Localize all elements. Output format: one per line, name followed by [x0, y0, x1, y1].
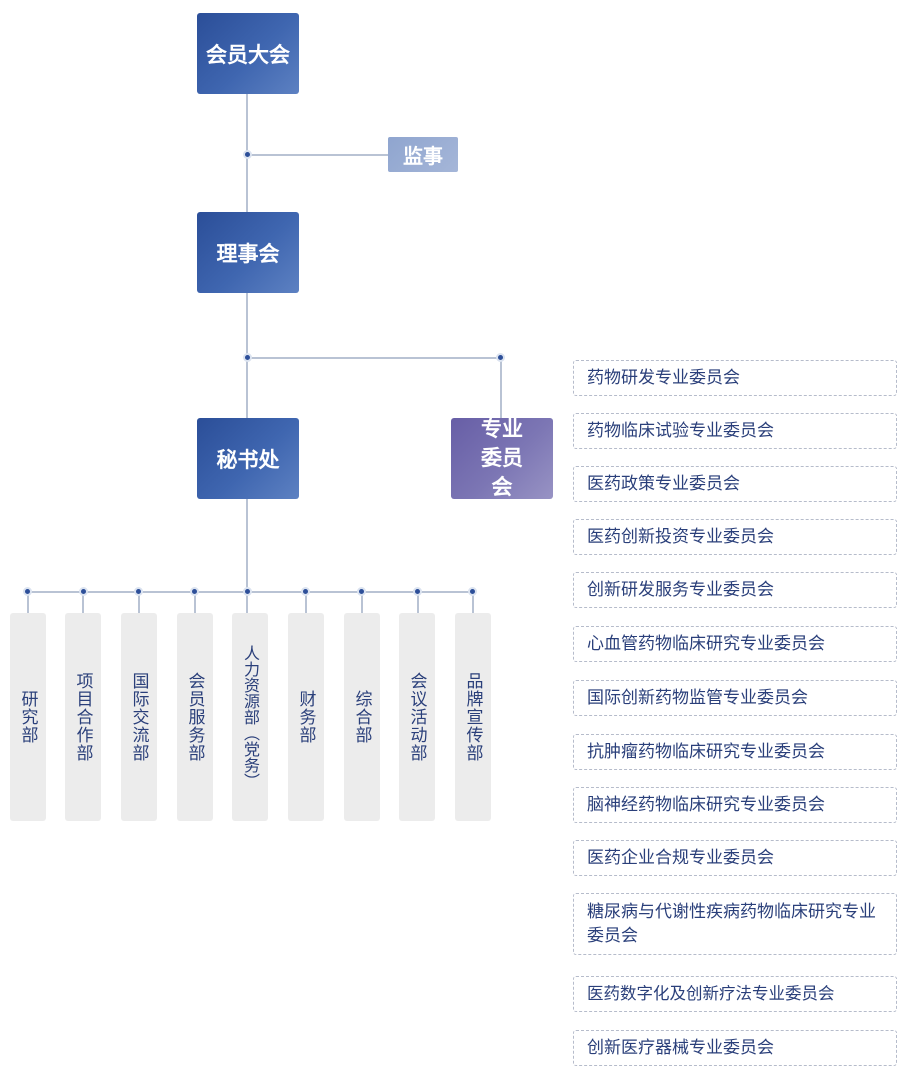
department-box: 人力资源部（党务）	[232, 613, 268, 821]
connector-dot	[79, 587, 88, 596]
department-box: 综合部	[344, 613, 380, 821]
department-box: 会议活动部	[399, 613, 435, 821]
connector-committee-branch	[247, 357, 501, 359]
department-box: 会员服务部	[177, 613, 213, 821]
dept-drop	[82, 592, 84, 614]
committee-label: 医药政策专业委员会	[587, 474, 740, 494]
connector-dot	[23, 587, 32, 596]
committee-label: 创新医疗器械专业委员会	[587, 1038, 774, 1058]
council-label: 理事会	[216, 241, 280, 266]
connector-dot	[413, 587, 422, 596]
committee-item: 创新医疗器械专业委员会	[573, 1030, 897, 1066]
department-label: 财务部	[295, 690, 316, 744]
committees-box: 专业委员会	[451, 417, 553, 499]
committee-label: 国际创新药物监管专业委员会	[587, 688, 808, 708]
committee-item: 抗肿瘤药物临床研究专业委员会	[573, 734, 897, 770]
committee-label: 创新研发服务专业委员会	[587, 580, 774, 600]
department-box: 国际交流部	[121, 613, 157, 821]
dept-drop	[361, 592, 363, 614]
committee-item: 国际创新药物监管专业委员会	[573, 680, 897, 716]
department-label: 品牌宣传部	[462, 672, 483, 762]
dept-drop	[305, 592, 307, 614]
general-assembly-box: 会员大会	[197, 13, 299, 94]
committee-item: 创新研发服务专业委员会	[573, 572, 897, 608]
connector-dot	[243, 150, 252, 159]
committee-label: 心血管药物临床研究专业委员会	[587, 634, 825, 654]
connector-dot	[301, 587, 310, 596]
connector-dot	[134, 587, 143, 596]
committee-label: 脑神经药物临床研究专业委员会	[587, 795, 825, 815]
committee-label: 抗肿瘤药物临床研究专业委员会	[587, 742, 825, 762]
connector-dot	[190, 587, 199, 596]
committee-label: 药物研发专业委员会	[587, 368, 740, 388]
department-box: 品牌宣传部	[455, 613, 491, 821]
connector-supervisor	[247, 154, 388, 156]
connector-dot	[496, 353, 505, 362]
dept-drop	[417, 592, 419, 614]
committee-item: 医药数字化及创新疗法专业委员会	[573, 976, 897, 1012]
committees-label: 专业委员会	[481, 417, 523, 499]
dept-drop	[472, 592, 474, 614]
dept-drop	[138, 592, 140, 614]
connector-dot	[243, 587, 252, 596]
department-label: 会员服务部	[184, 672, 205, 762]
secretariat-box: 秘书处	[197, 418, 299, 499]
council-box: 理事会	[197, 212, 299, 293]
general-assembly-label: 会员大会	[206, 42, 290, 67]
committee-label: 医药企业合规专业委员会	[587, 848, 774, 868]
department-box: 项目合作部	[65, 613, 101, 821]
department-box: 研究部	[10, 613, 46, 821]
committee-item: 医药企业合规专业委员会	[573, 840, 897, 876]
connector-dot	[468, 587, 477, 596]
committee-item: 脑神经药物临床研究专业委员会	[573, 787, 897, 823]
secretariat-label: 秘书处	[216, 447, 280, 472]
department-label: 综合部	[351, 690, 372, 744]
committee-item: 心血管药物临床研究专业委员会	[573, 626, 897, 662]
committee-item: 药物研发专业委员会	[573, 360, 897, 396]
connector-dot	[243, 353, 252, 362]
department-label: 研究部	[17, 690, 38, 744]
dept-drop	[246, 592, 248, 614]
department-label: 项目合作部	[72, 672, 93, 762]
connector-committee-drop	[500, 357, 502, 419]
department-label: 会议活动部	[406, 672, 427, 762]
dept-drop	[194, 592, 196, 614]
committee-item: 医药政策专业委员会	[573, 466, 897, 502]
committee-item: 医药创新投资专业委员会	[573, 519, 897, 555]
committee-item: 糖尿病与代谢性疾病药物临床研究专业委员会	[573, 893, 897, 955]
department-label: 人力资源部（党务）	[241, 645, 260, 789]
connector-dot	[357, 587, 366, 596]
committee-label: 糖尿病与代谢性疾病药物临床研究专业委员会	[587, 902, 876, 946]
supervisor-box: 监事	[388, 137, 458, 172]
department-box: 财务部	[288, 613, 324, 821]
dept-drop	[27, 592, 29, 614]
committee-label: 药物临床试验专业委员会	[587, 421, 774, 441]
committee-label: 医药创新投资专业委员会	[587, 527, 774, 547]
supervisor-label: 监事	[403, 144, 443, 168]
department-label: 国际交流部	[128, 672, 149, 762]
committee-item: 药物临床试验专业委员会	[573, 413, 897, 449]
connector-secretariat-depts	[246, 499, 248, 591]
committee-label: 医药数字化及创新疗法专业委员会	[587, 984, 835, 1003]
